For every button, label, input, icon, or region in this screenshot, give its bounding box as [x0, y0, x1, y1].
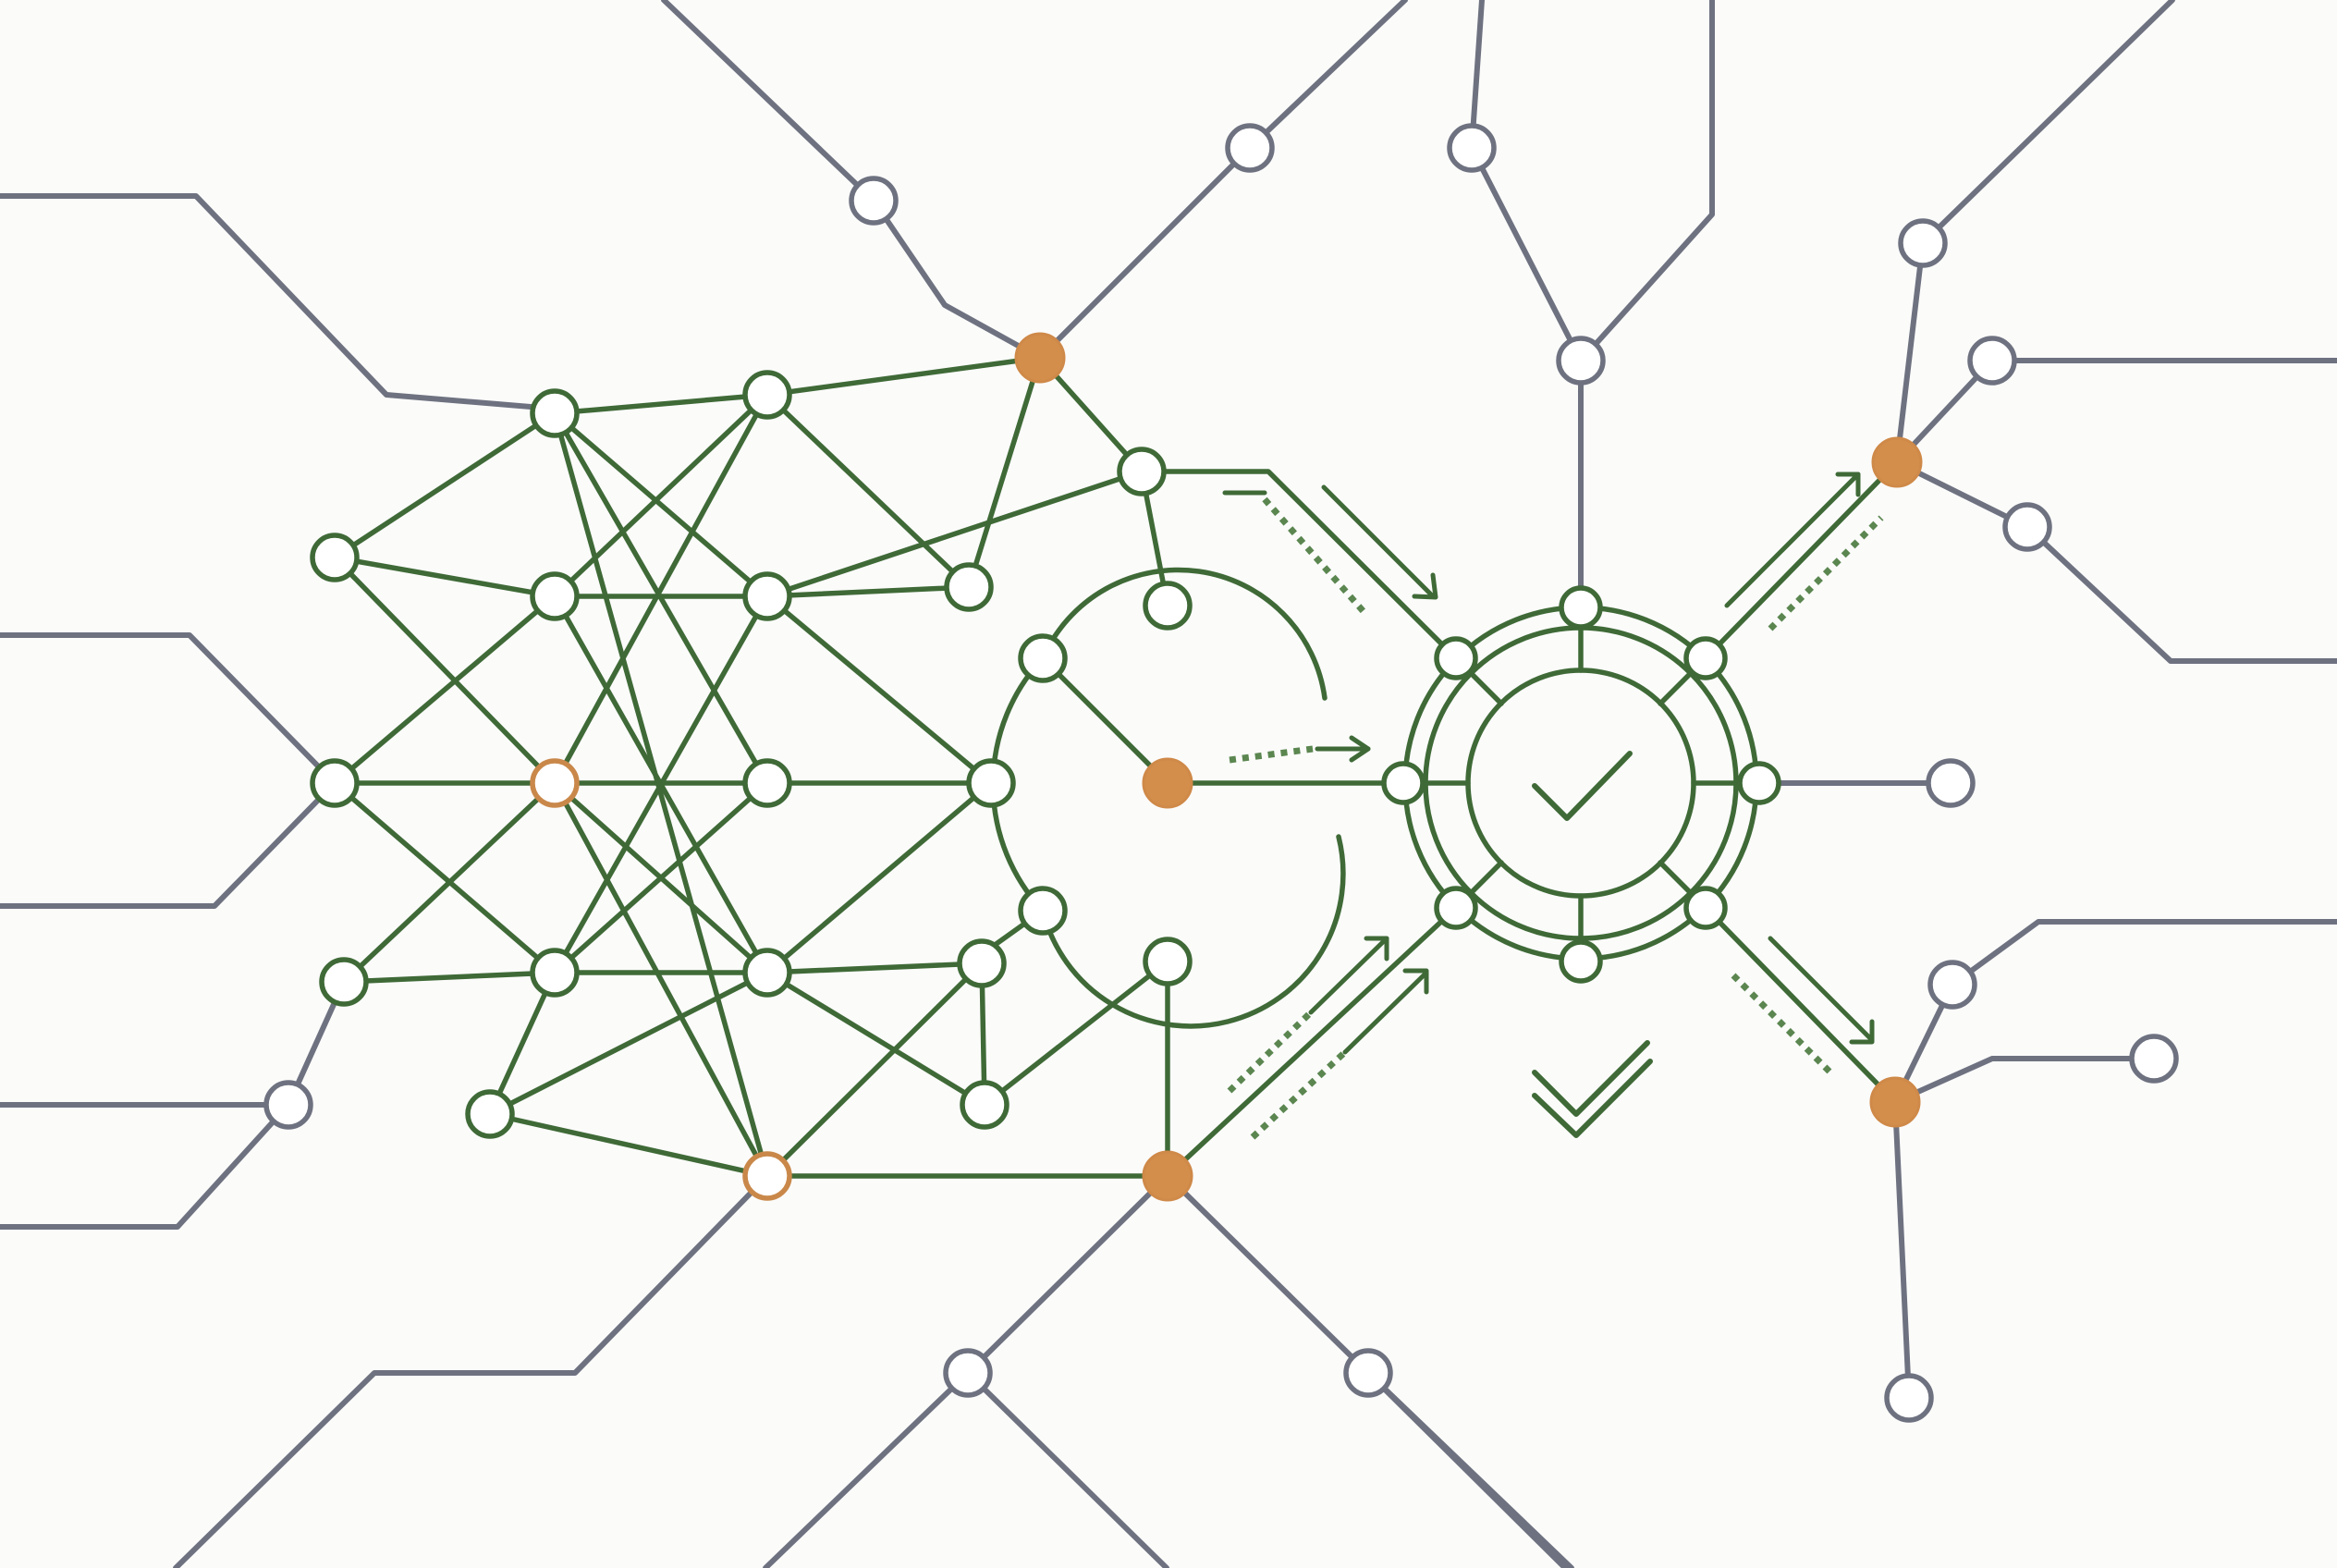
trace-right-b	[1894, 459, 2337, 664]
hub-node	[1434, 636, 1478, 680]
node-orange	[1871, 436, 1923, 488]
node-green	[530, 388, 580, 438]
node-green	[319, 957, 369, 1007]
node-green	[742, 370, 792, 420]
node-gray	[263, 1080, 313, 1130]
node-green	[957, 938, 1007, 988]
trace-left-mid-upper	[0, 632, 337, 786]
node-green	[530, 571, 580, 621]
trace-left-low-b	[0, 979, 347, 1230]
node-gray	[2129, 1034, 2179, 1084]
flow-arrows	[1222, 472, 1884, 1140]
node-gray	[1926, 758, 1976, 808]
node-green	[310, 533, 360, 582]
node-gray	[1447, 123, 1497, 173]
hub-node	[1559, 585, 1603, 630]
node-orange	[1869, 1076, 1921, 1128]
node-gray	[849, 176, 899, 226]
node-gray	[1967, 336, 2017, 386]
node-gray	[2002, 502, 2052, 552]
trace-left-top	[0, 193, 556, 411]
gray-nodes	[263, 123, 2179, 1423]
node-green	[960, 1080, 1009, 1130]
node-green	[1018, 633, 1068, 683]
hub-node	[1559, 939, 1603, 984]
node-green	[742, 948, 792, 998]
checkmark-icon	[1532, 751, 1633, 821]
trace-left-mid-lower	[0, 780, 337, 909]
node-gray	[1884, 1373, 1934, 1423]
node-orange-hollow	[742, 1151, 792, 1201]
node-orange	[1014, 332, 1066, 384]
trace-top-c	[1469, 0, 1715, 363]
node-green	[310, 758, 360, 808]
node-gray	[943, 1348, 993, 1398]
node-orange-hollow	[530, 758, 580, 808]
node-gray	[1225, 123, 1275, 173]
node-green	[944, 562, 994, 612]
trace-bottom-b	[965, 1370, 1169, 1568]
trace-top-a	[661, 0, 1043, 361]
node-green	[1018, 886, 1068, 936]
double-chevron-check-icon	[1532, 1040, 1650, 1117]
node-orange	[1142, 757, 1193, 809]
trace-right-a	[1894, 358, 2337, 465]
trace-bottom-left	[173, 1173, 770, 1568]
node-gray	[1898, 218, 1948, 268]
trace-bottom-d	[1365, 1370, 1568, 1568]
node-green	[1117, 447, 1167, 496]
hub-node	[1737, 761, 1781, 805]
trace-right-d	[1892, 1056, 2157, 1105]
node-green	[1143, 581, 1193, 631]
hub-node	[1434, 886, 1478, 930]
node-green	[465, 1089, 515, 1139]
orange-nodes	[530, 332, 1923, 1202]
trace-right-bottom	[1892, 1099, 1912, 1401]
node-gray	[1556, 336, 1606, 386]
hub-node	[1683, 636, 1728, 680]
trace-right-c	[1892, 919, 2337, 1105]
node-gray	[1927, 960, 1977, 1010]
node-green	[966, 758, 1016, 808]
hub-node	[1381, 761, 1425, 805]
hub-node	[1683, 886, 1728, 930]
network-edges	[332, 355, 1900, 1179]
green-nodes	[310, 370, 1781, 1139]
node-green	[742, 571, 792, 621]
node-gray	[1343, 1348, 1393, 1398]
node-green	[530, 948, 580, 998]
node-green	[1143, 937, 1193, 986]
trace-top-b	[1037, 0, 1408, 361]
node-orange	[1142, 1150, 1193, 1202]
node-green	[742, 758, 792, 808]
